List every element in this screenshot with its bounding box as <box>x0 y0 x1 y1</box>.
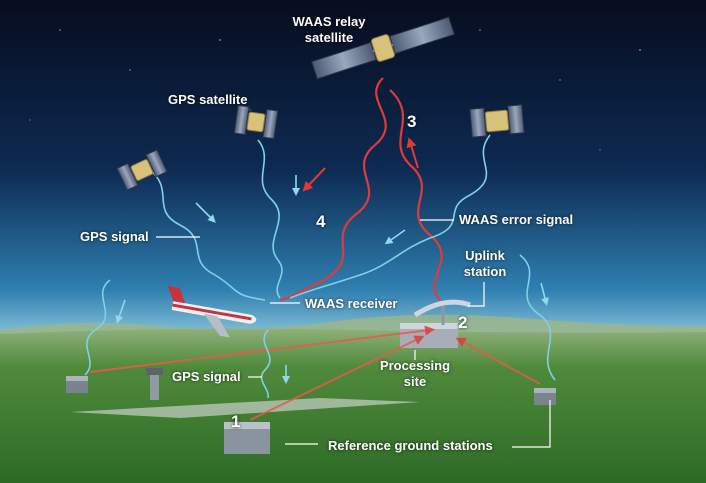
gps-satellite-label: GPS satellite <box>168 92 248 107</box>
step-number-3: 3 <box>407 112 417 131</box>
uplink-station-label-line1: Uplink <box>465 248 505 263</box>
runway <box>70 398 420 418</box>
waas-arrow-down <box>302 167 326 192</box>
leader-lines <box>156 219 551 448</box>
processing-site-label-line2: site <box>403 374 427 389</box>
waas-relay-satellite-label-line1: WAAS relay <box>292 14 366 29</box>
uplink-station-label-line2: station <box>463 264 507 279</box>
step-number-1: 1 <box>231 412 241 431</box>
reference-ground-stations-label: Reference ground stations <box>328 438 493 453</box>
processing-site-label-line1: Processing <box>379 358 451 373</box>
stars <box>29 29 641 151</box>
uplink-dish <box>413 299 471 325</box>
ground-station-center <box>224 422 270 454</box>
step-number-4: 4 <box>316 212 326 231</box>
waas-relay-satellite <box>311 16 455 80</box>
gps-satellite-right <box>469 104 525 138</box>
ground-station-right <box>534 388 556 405</box>
airplane <box>167 285 257 338</box>
uplink-station-label: Uplink station <box>455 248 515 280</box>
waas-arrow-up <box>406 137 419 169</box>
processing-site-label: Processing site <box>372 358 458 390</box>
gps-signal-label-upper: GPS signal <box>80 229 149 244</box>
step-number-2: 2 <box>458 313 468 332</box>
gps-signals <box>84 134 556 399</box>
ground-network-links <box>89 325 541 421</box>
gps-signal-label-lower: GPS signal <box>172 369 241 384</box>
waas-relay-satellite-label: WAAS relay satellite <box>284 14 374 46</box>
ground-station-left <box>66 376 88 393</box>
waas-signals <box>279 77 443 302</box>
control-tower-top <box>146 368 163 375</box>
gps-satellite-left <box>116 149 168 191</box>
gps-satellite-top <box>233 104 279 140</box>
control-tower <box>150 372 159 400</box>
waas-relay-satellite-label-line2: satellite <box>304 30 354 45</box>
gps-arrows <box>115 175 549 384</box>
waas-error-signal-label: WAAS error signal <box>459 212 574 227</box>
waas-receiver-label: WAAS receiver <box>305 296 398 311</box>
